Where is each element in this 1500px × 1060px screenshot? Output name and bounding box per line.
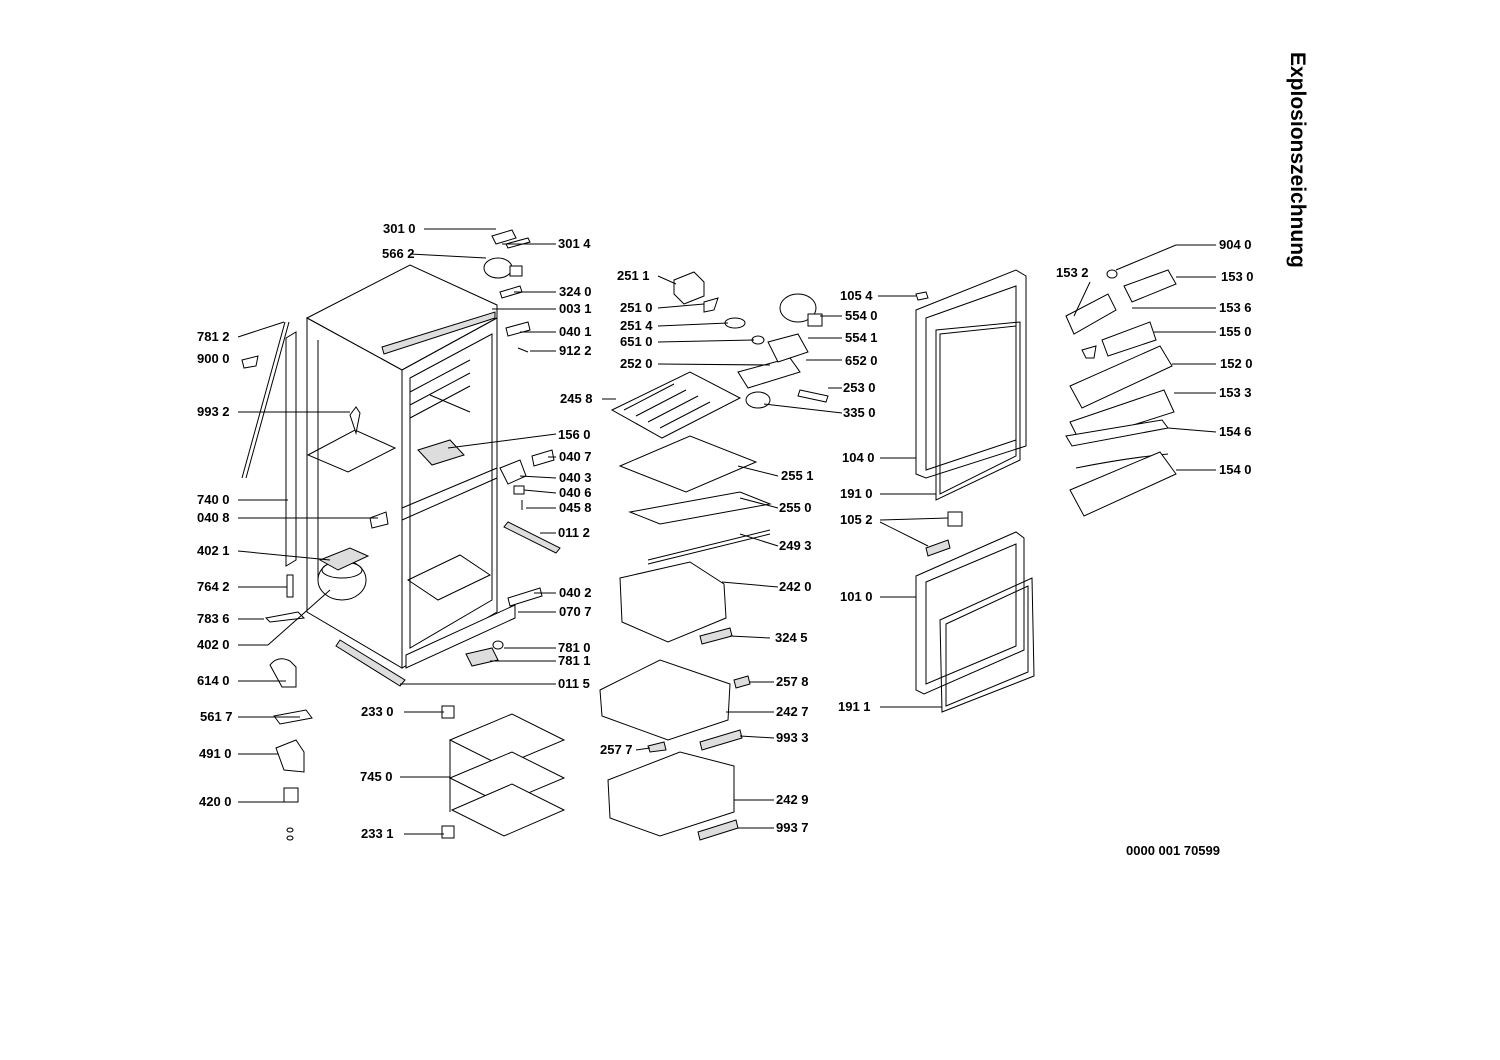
part-label: 011 2 — [558, 525, 590, 540]
part-label: 993 3 — [776, 730, 809, 745]
part-label: 781 0 — [558, 640, 591, 655]
side-strip-left — [241, 321, 297, 567]
part-label: 255 0 — [779, 500, 812, 515]
part-label: 251 4 — [620, 318, 653, 333]
part-label: 301 4 — [558, 236, 591, 251]
part-label: 252 0 — [620, 356, 653, 371]
part-label: 651 0 — [620, 334, 653, 349]
part-label: 040 2 — [559, 585, 592, 600]
part-label: 045 8 — [559, 500, 592, 515]
part-label: 040 3 — [559, 470, 592, 485]
part-label: 614 0 — [197, 673, 230, 688]
part-label: 301 0 — [383, 221, 416, 236]
part-label: 745 0 — [360, 769, 393, 784]
part-label: 101 0 — [840, 589, 873, 604]
upper-door — [915, 269, 1027, 501]
part-label: 257 8 — [776, 674, 809, 689]
part-label: 233 0 — [361, 704, 394, 719]
part-label: 242 9 — [776, 792, 809, 807]
part-label: 255 1 — [781, 468, 814, 483]
part-label: 154 0 — [1219, 462, 1252, 477]
part-label: 153 0 — [1221, 269, 1254, 284]
part-label: 245 8 — [560, 391, 593, 406]
part-label: 251 1 — [617, 268, 650, 283]
part-label: 257 7 — [600, 742, 633, 757]
part-label: 554 0 — [845, 308, 878, 323]
part-label: 402 1 — [197, 543, 230, 558]
part-label: 781 2 — [197, 329, 230, 344]
part-label: 242 7 — [776, 704, 809, 719]
part-label: 783 6 — [197, 611, 230, 626]
part-label: 764 2 — [197, 579, 230, 594]
drawers — [599, 561, 751, 841]
part-label: 900 0 — [197, 351, 230, 366]
evaporator-and-shelves — [610, 371, 772, 565]
part-label: 324 0 — [559, 284, 592, 299]
part-label: 402 0 — [197, 637, 230, 652]
part-label: 912 2 — [559, 343, 592, 358]
part-label: 154 6 — [1219, 424, 1252, 439]
part-label: 191 1 — [838, 699, 871, 714]
part-label: 040 1 — [559, 324, 592, 339]
part-label: 040 6 — [559, 485, 592, 500]
part-label: 105 2 — [840, 512, 873, 527]
part-label: 566 2 — [382, 246, 415, 261]
part-label: 993 7 — [776, 820, 809, 835]
part-label: 003 1 — [559, 301, 592, 316]
lower-door — [915, 511, 1035, 713]
document-number: 0000 001 70599 — [1126, 843, 1220, 858]
part-label: 153 3 — [1219, 385, 1252, 400]
part-label: 153 6 — [1219, 300, 1252, 315]
part-label: 040 8 — [197, 510, 230, 525]
part-label: 904 0 — [1219, 237, 1252, 252]
part-label: 011 5 — [558, 676, 590, 691]
part-label: 249 3 — [779, 538, 812, 553]
part-label: 335 0 — [843, 405, 876, 420]
part-label: 153 2 — [1056, 265, 1089, 280]
part-label: 420 0 — [199, 794, 232, 809]
part-label: 105 4 — [840, 288, 873, 303]
part-label: 251 0 — [620, 300, 653, 315]
part-label: 104 0 — [842, 450, 875, 465]
leader-lines — [237, 228, 1217, 835]
part-label: 040 7 — [559, 449, 592, 464]
part-label: 491 0 — [199, 746, 232, 761]
cabinet-body — [305, 264, 498, 669]
wire-baskets — [441, 705, 566, 839]
base-plinth — [405, 604, 516, 669]
diagram-title: Explosionszeichnung — [1286, 52, 1309, 268]
part-label: 156 0 — [558, 427, 591, 442]
interior-parts — [335, 439, 561, 687]
part-label: 253 0 — [843, 380, 876, 395]
part-label: 561 7 — [200, 709, 233, 724]
part-label: 781 1 — [558, 653, 591, 668]
part-label: 070 7 — [559, 604, 592, 619]
part-label: 191 0 — [840, 486, 873, 501]
door-bins — [1065, 269, 1177, 517]
part-label: 740 0 — [197, 492, 230, 507]
control-parts — [673, 271, 829, 409]
part-label: 155 0 — [1219, 324, 1252, 339]
part-label: 324 5 — [775, 630, 808, 645]
part-label: 993 2 — [197, 404, 230, 419]
part-label: 652 0 — [845, 353, 878, 368]
left-small-parts — [241, 355, 361, 841]
part-label: 242 0 — [779, 579, 812, 594]
part-label: 554 1 — [845, 330, 878, 345]
part-label: 233 1 — [361, 826, 394, 841]
part-label: 152 0 — [1220, 356, 1253, 371]
